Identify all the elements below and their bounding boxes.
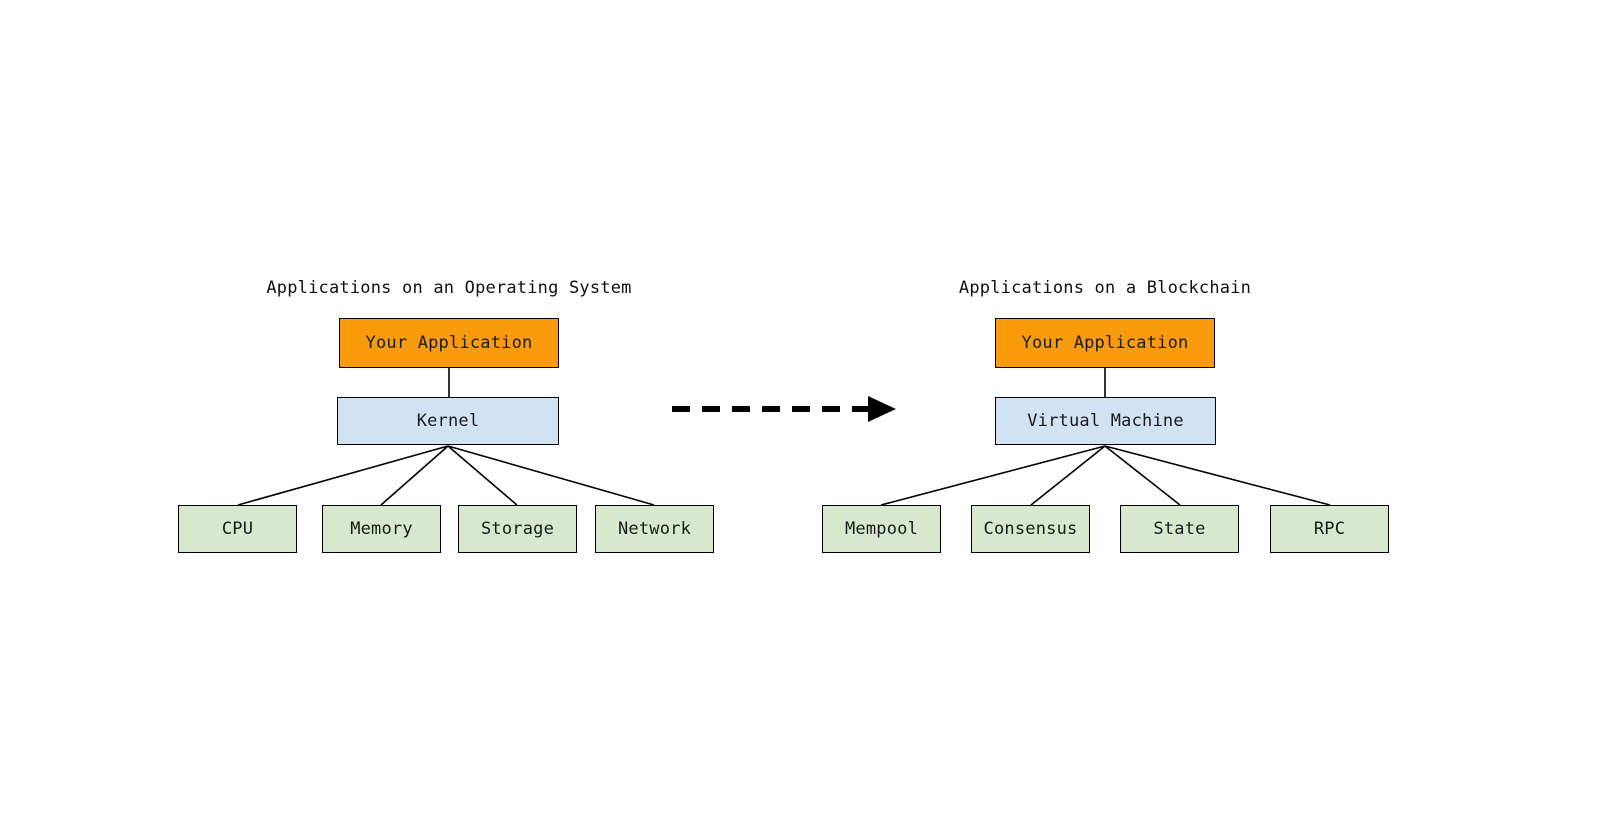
edge-vm-to-mempool (880, 445, 1106, 506)
node-label: CPU (221, 519, 254, 539)
node-label: Virtual Machine (1027, 411, 1184, 431)
node-mempool[interactable]: Mempool (822, 505, 941, 553)
edge-vm-to-rpc (1104, 445, 1331, 506)
node-your-application-os[interactable]: Your Application (339, 318, 559, 368)
edge-vm-to-consensus (1030, 445, 1106, 506)
node-kernel[interactable]: Kernel (337, 397, 559, 445)
node-rpc[interactable]: RPC (1270, 505, 1389, 553)
group-title-operating-system: Applications on an Operating System (266, 278, 632, 298)
node-label: Mempool (844, 519, 919, 539)
edge-kernel-to-memory (380, 445, 449, 506)
node-label: State (1153, 519, 1206, 539)
edge-kernel-to-network (447, 445, 655, 506)
transition-arrow (672, 396, 896, 422)
node-label: Consensus (983, 519, 1078, 539)
node-label: Your Application (365, 333, 533, 353)
node-label: Kernel (416, 411, 480, 431)
node-label: Your Application (1021, 333, 1189, 353)
node-consensus[interactable]: Consensus (971, 505, 1090, 553)
node-label: Memory (350, 519, 413, 539)
group-title-blockchain: Applications on a Blockchain (958, 278, 1252, 298)
node-state[interactable]: State (1120, 505, 1239, 553)
node-cpu[interactable]: CPU (178, 505, 297, 553)
arrow-head-icon (868, 396, 896, 422)
node-label: RPC (1313, 519, 1346, 539)
node-your-application-blockchain[interactable]: Your Application (995, 318, 1215, 368)
node-label: Network (617, 519, 692, 539)
node-network[interactable]: Network (595, 505, 714, 553)
node-virtual-machine[interactable]: Virtual Machine (995, 397, 1216, 445)
edge-kernel-to-cpu (237, 445, 449, 506)
edge-vm-to-state (1104, 445, 1181, 506)
node-label: Storage (480, 519, 555, 539)
edge-kernel-to-storage (447, 445, 518, 506)
node-storage[interactable]: Storage (458, 505, 577, 553)
node-memory[interactable]: Memory (322, 505, 441, 553)
